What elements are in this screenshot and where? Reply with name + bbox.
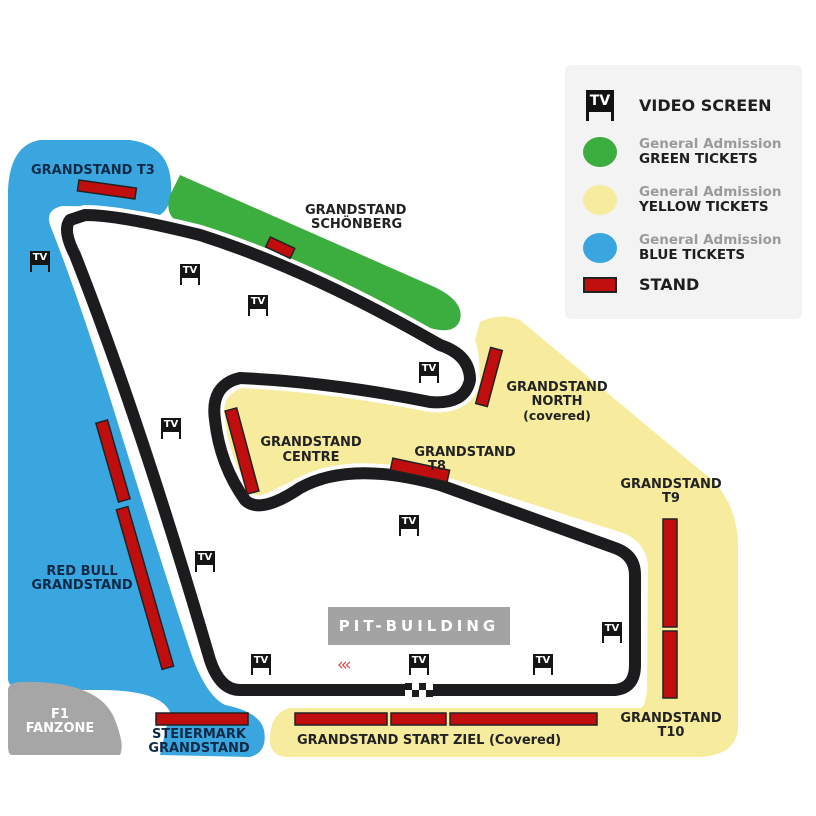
label-north-3: (covered) [523, 408, 591, 423]
tv-screen-icon[interactable]: TV [251, 654, 271, 675]
stand-schonberg[interactable] [264, 235, 296, 260]
tv-screen-icon[interactable]: TV [195, 551, 215, 572]
tv-screen-icon[interactable]: TV [30, 251, 50, 272]
stand-t8[interactable] [389, 457, 451, 483]
pit-building: PIT-BUILDING [328, 607, 510, 645]
yellow-dot-icon [583, 185, 617, 215]
yellow-ticket-zone[interactable] [220, 316, 738, 757]
stand-north[interactable] [474, 346, 504, 408]
fanzone-area[interactable] [8, 681, 122, 755]
label-start-ziel: GRANDSTAND START ZIEL (Covered) [297, 733, 562, 748]
legend-stand-label: STAND [639, 275, 700, 294]
race-track [60, 209, 641, 696]
label-steiermark-2: GRANDSTAND [148, 741, 250, 756]
stand-start-ziel-2[interactable] [390, 712, 447, 726]
tv-screen-icon[interactable]: TV [419, 362, 439, 383]
label-north-2: NORTH [531, 394, 583, 409]
legend-blue-label: BLUE TICKETS [639, 247, 746, 263]
legend-yellow-label: YELLOW TICKETS [639, 199, 769, 215]
label-t10-1: GRANDSTAND [620, 711, 722, 726]
stand-start-ziel-1[interactable] [294, 712, 388, 726]
legend-yellow-sub: General Admission [639, 184, 782, 200]
label-schonberg-1: GRANDSTAND [305, 203, 407, 218]
label-t8-2: T8 [428, 459, 446, 474]
label-schonberg-2: SCHÖNBERG [311, 217, 403, 232]
stand-t9[interactable] [662, 518, 678, 628]
label-t10-2: T10 [657, 725, 685, 740]
tv-screen-icon: TV [586, 90, 614, 121]
stand-start-ziel-3[interactable] [449, 712, 598, 726]
label-t8-1: GRANDSTAND [414, 445, 516, 460]
tv-screen-icon[interactable]: TV [409, 654, 429, 675]
legend-blue-sub: General Admission [639, 232, 782, 248]
label-redbull-2: GRANDSTAND [31, 578, 133, 593]
label-steiermark-1: STEIERMARK [152, 727, 246, 742]
green-dot-icon [583, 137, 617, 167]
label-t9-1: GRANDSTAND [620, 477, 722, 492]
blue-dot-icon [583, 233, 617, 263]
stand-redbull-1[interactable] [95, 419, 131, 503]
label-fanzone-1: F1 [51, 707, 69, 722]
tv-screen-icon[interactable]: TV [602, 622, 622, 643]
blue-ticket-zone[interactable] [8, 140, 265, 757]
tv-screen-icon[interactable]: TV [161, 418, 181, 439]
label-t9-2: T9 [662, 491, 680, 506]
direction-arrows-icon: ‹‹‹ [337, 655, 352, 675]
legend-video-screen-label: VIDEO SCREEN [639, 95, 772, 115]
legend-green-sub: General Admission [639, 136, 782, 152]
label-redbull-1: RED BULL [46, 564, 118, 579]
label-grandstand-t3: GRANDSTAND T3 [31, 163, 155, 178]
stand-t10[interactable] [662, 630, 678, 699]
legend-stand: STAND [583, 275, 699, 294]
stand-redbull-2[interactable] [115, 505, 175, 671]
tv-screen-icon[interactable]: TV [180, 264, 200, 285]
green-ticket-zone[interactable] [168, 175, 461, 331]
stand-centre[interactable] [224, 406, 260, 496]
stand-steiermark[interactable] [155, 712, 249, 726]
tv-screen-icon[interactable]: TV [533, 654, 553, 675]
stand-swatch-icon [583, 276, 617, 293]
legend-green-label: GREEN TICKETS [639, 151, 758, 167]
start-finish-line [405, 683, 433, 697]
legend-video-screen: TV VIDEO SCREEN [583, 90, 772, 121]
label-north-1: GRANDSTAND [506, 380, 608, 395]
label-centre-1: GRANDSTAND [260, 435, 362, 450]
label-centre-2: CENTRE [282, 450, 340, 465]
label-fanzone-2: FANZONE [25, 721, 95, 736]
tv-screen-icon[interactable]: TV [248, 295, 268, 316]
stand-t3[interactable] [76, 179, 138, 200]
tv-screen-icon[interactable]: TV [399, 515, 419, 536]
